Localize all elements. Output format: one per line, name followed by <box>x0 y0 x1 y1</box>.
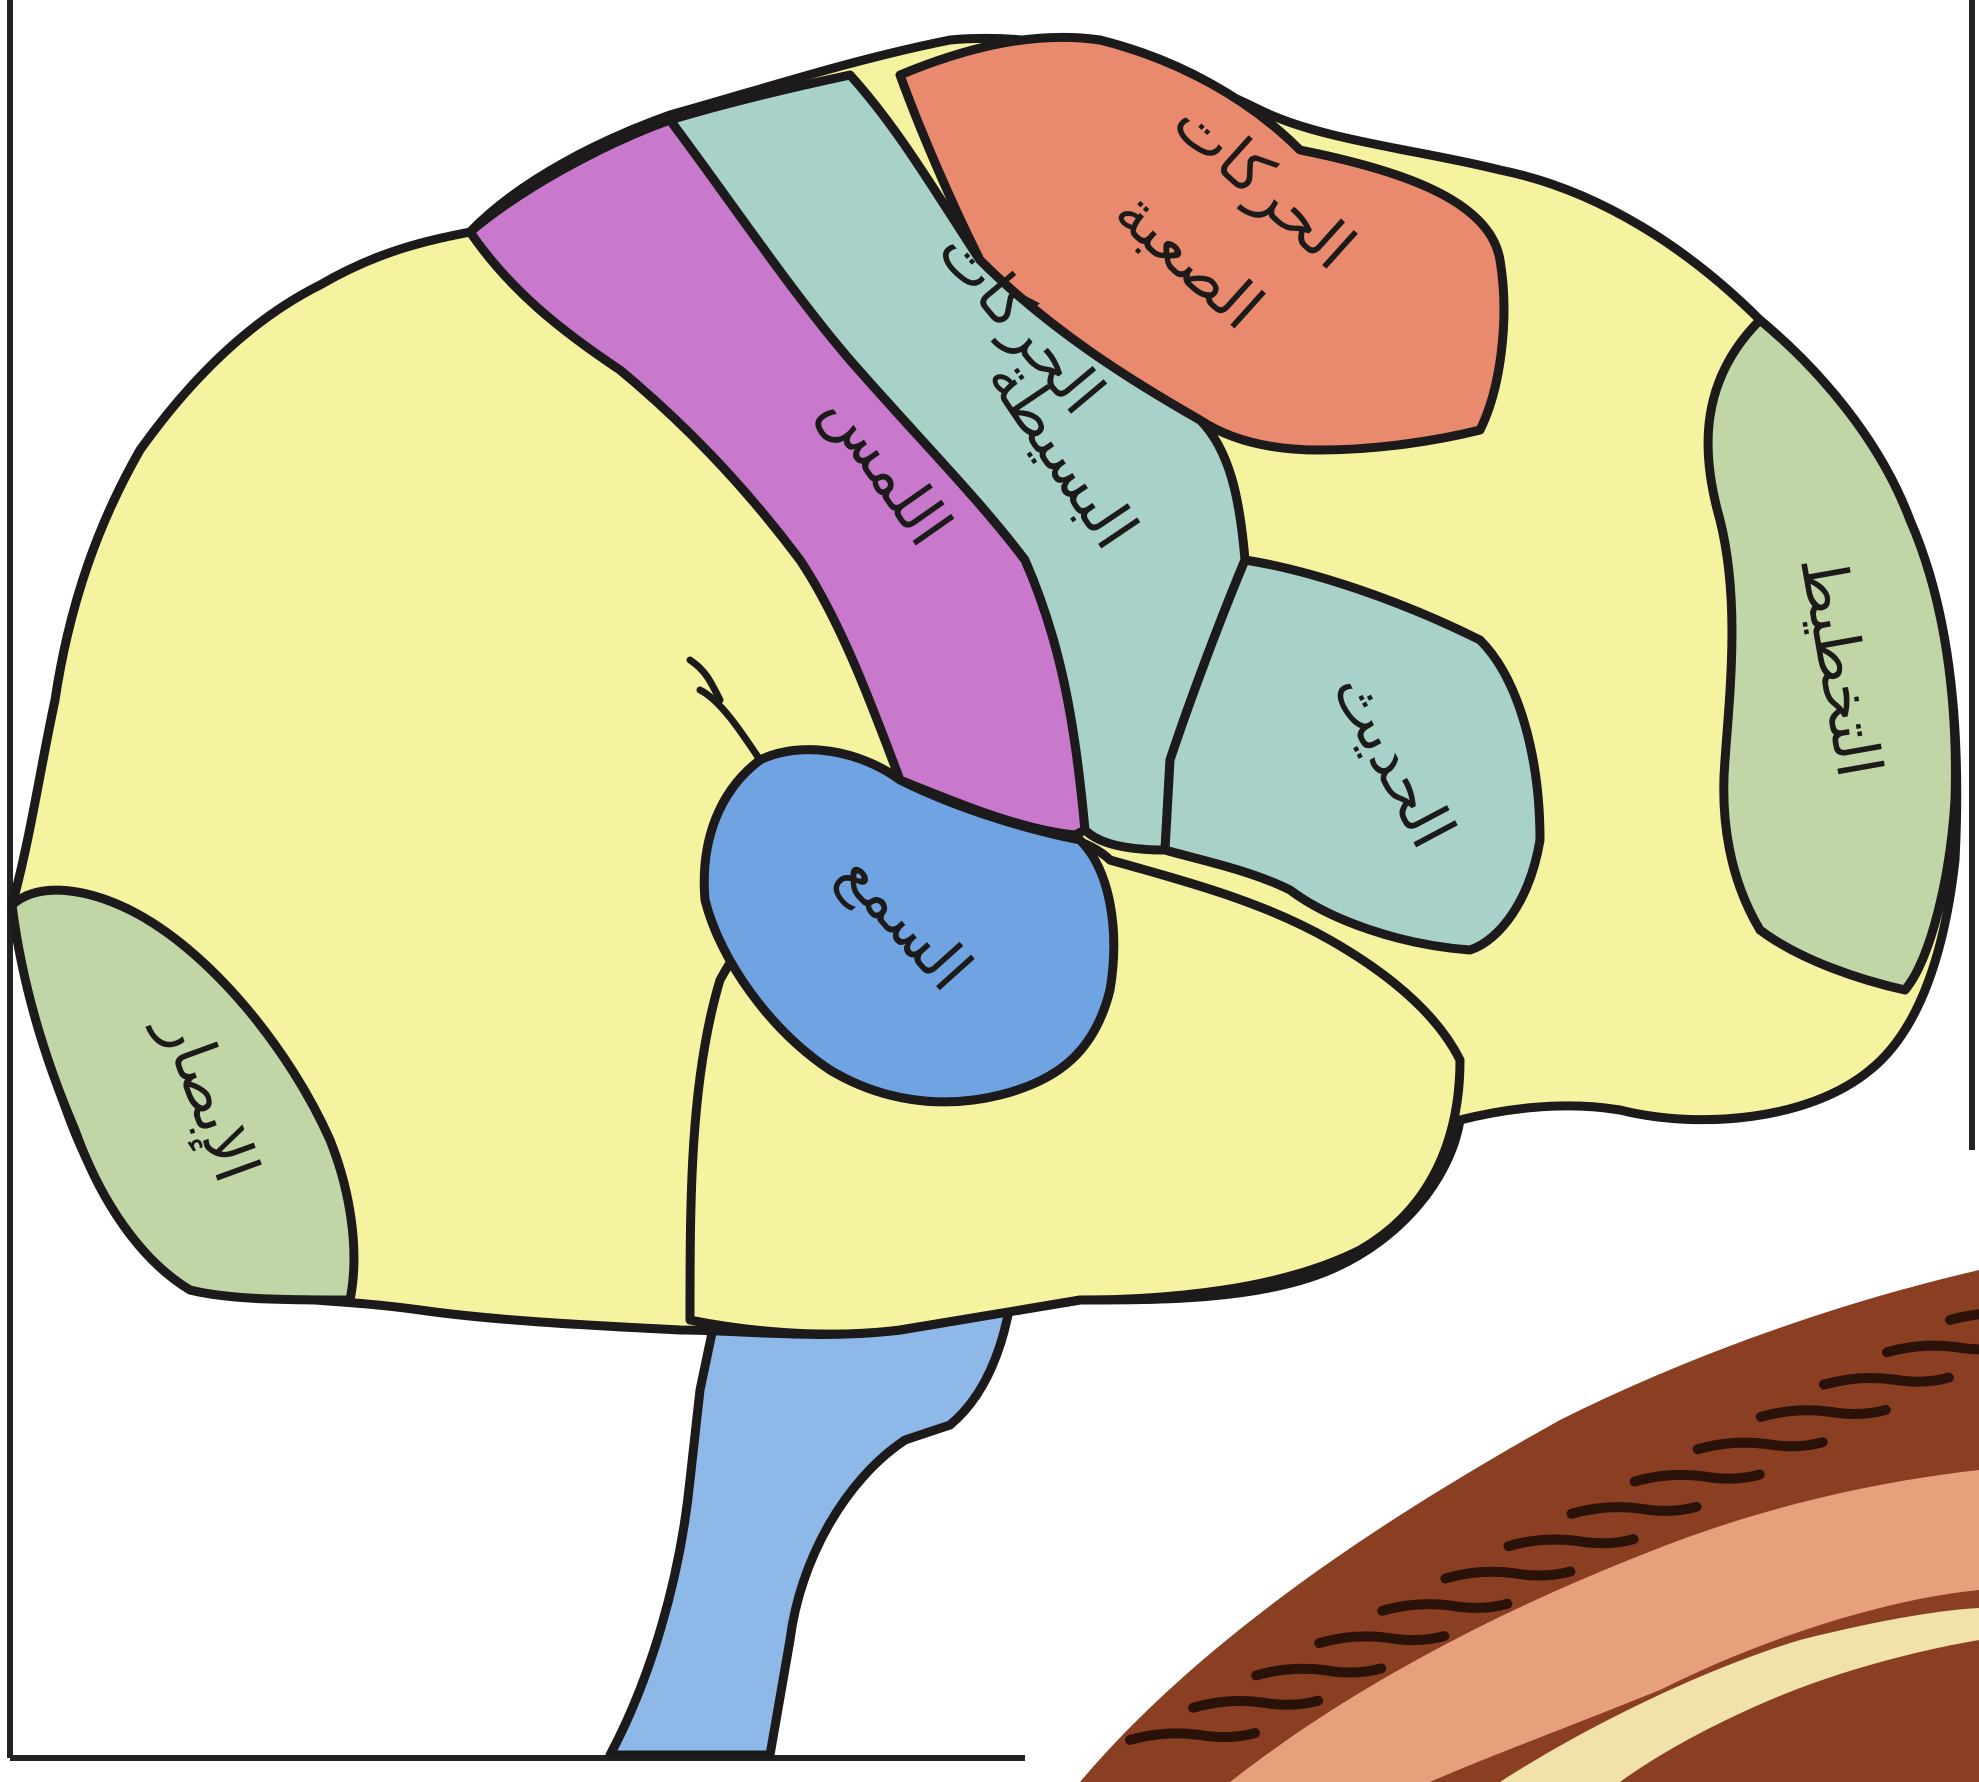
muscle-stripe <box>1698 1442 1823 1449</box>
muscle-stripe <box>1508 1539 1633 1546</box>
spine-muscle-illustration <box>1080 1270 1979 1782</box>
muscle-stripe <box>1635 1475 1760 1482</box>
muscle-stripe <box>1761 1410 1886 1417</box>
muscle-stripe <box>1824 1378 1949 1385</box>
muscle-stripe <box>1256 1668 1381 1675</box>
muscle-stripe <box>1950 1313 1979 1320</box>
muscle-stripe <box>1382 1604 1507 1611</box>
muscle-stripe <box>1572 1507 1697 1514</box>
brainstem <box>610 1295 1010 1755</box>
muscle-stripe <box>1193 1701 1318 1708</box>
muscle-stripe <box>1130 1733 1255 1740</box>
muscle-stripe <box>1445 1571 1570 1578</box>
muscle-stripe <box>1319 1636 1444 1643</box>
